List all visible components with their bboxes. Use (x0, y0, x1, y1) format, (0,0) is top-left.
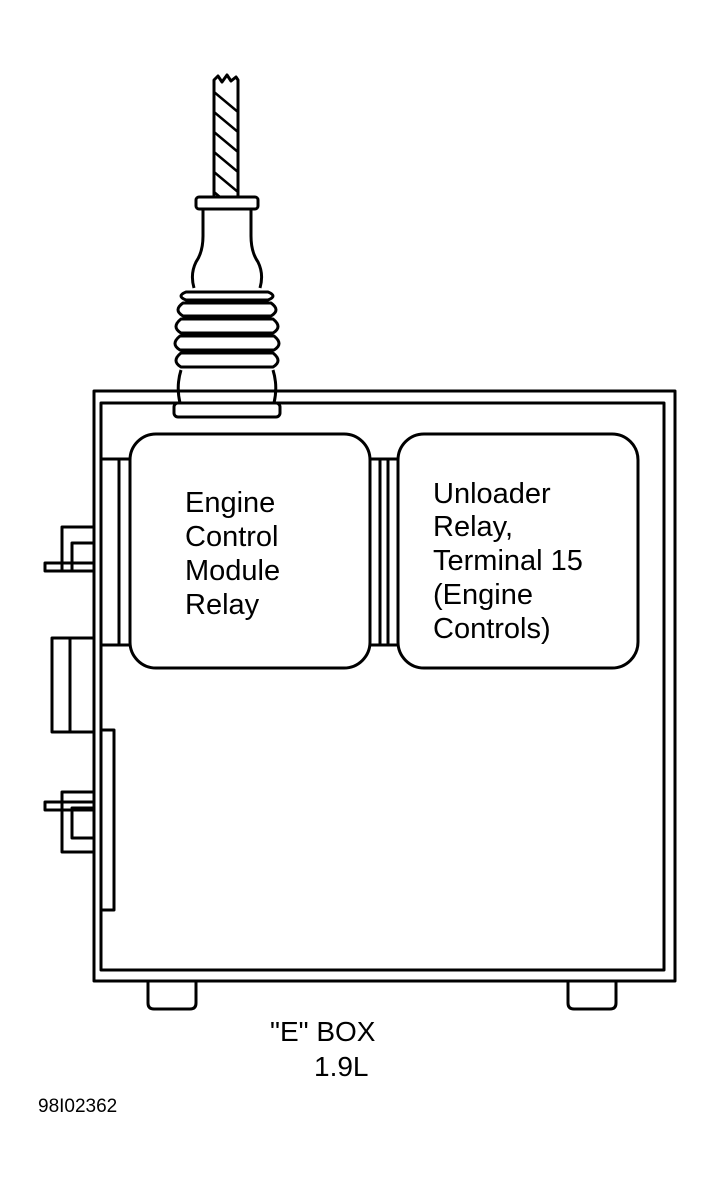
side-plate (99, 728, 116, 912)
relay-rail-left (101, 457, 130, 647)
wire-cable (212, 73, 240, 198)
relay-label-engine-control-module: Engine Control Module Relay (185, 487, 288, 621)
figure-id: 98I02362 (38, 1096, 117, 1117)
engine-control-module-relay (128, 432, 372, 670)
relay-label-line: Control (185, 521, 279, 553)
relay-label-line: Controls) (433, 613, 551, 645)
relay-label-line: Relay (185, 589, 260, 621)
relay-rail-middle (370, 457, 398, 647)
relay-label-line: Terminal 15 (433, 545, 583, 577)
rubber-boot (172, 195, 282, 419)
e-box-housing (92, 389, 677, 983)
mounting-bracket-lower (43, 790, 96, 854)
foot-right (566, 981, 618, 1011)
relay-label-line: (Engine (433, 579, 533, 611)
foot-left (146, 981, 198, 1011)
relay-label-line: Engine (185, 487, 275, 519)
caption-engine-size: 1.9L (314, 1051, 369, 1082)
unloader-relay (396, 432, 640, 670)
relay-label-line: Module (185, 555, 280, 587)
mounting-bracket-upper (43, 525, 96, 573)
relay-label-line: Relay, (433, 511, 513, 543)
caption-box-name: "E" BOX (270, 1016, 376, 1047)
side-connector (50, 636, 96, 734)
relay-label-unloader: Unloader Relay, Terminal 15 (Engine Cont… (433, 478, 591, 645)
relay-label-line: Unloader (433, 478, 551, 510)
